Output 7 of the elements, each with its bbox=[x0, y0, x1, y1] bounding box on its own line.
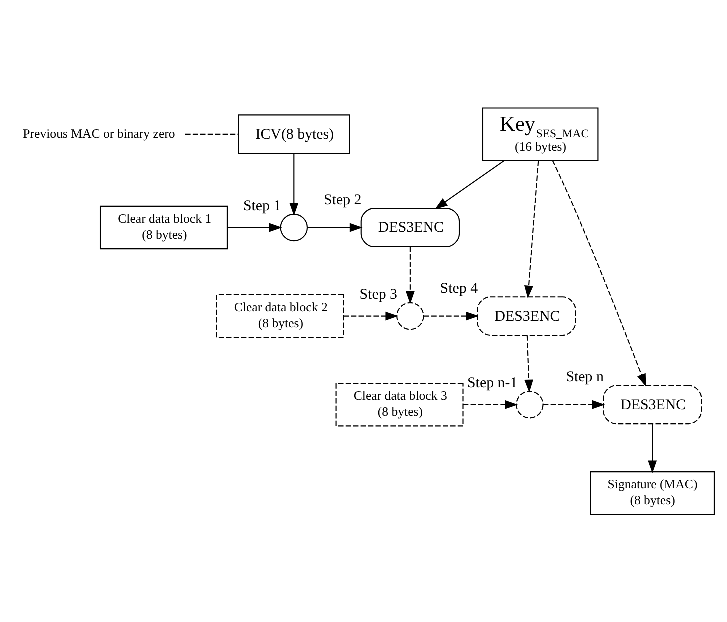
node-text: Previous MAC or binary zero bbox=[23, 126, 176, 141]
node-label: Step n bbox=[566, 369, 604, 386]
node-label: Step 1 bbox=[243, 198, 282, 214]
node-label: Step 4 bbox=[440, 280, 478, 297]
node-label: Step n-1 bbox=[468, 374, 518, 391]
node-label: Step 3 bbox=[360, 286, 398, 302]
node-label: Step 2 bbox=[324, 192, 362, 208]
